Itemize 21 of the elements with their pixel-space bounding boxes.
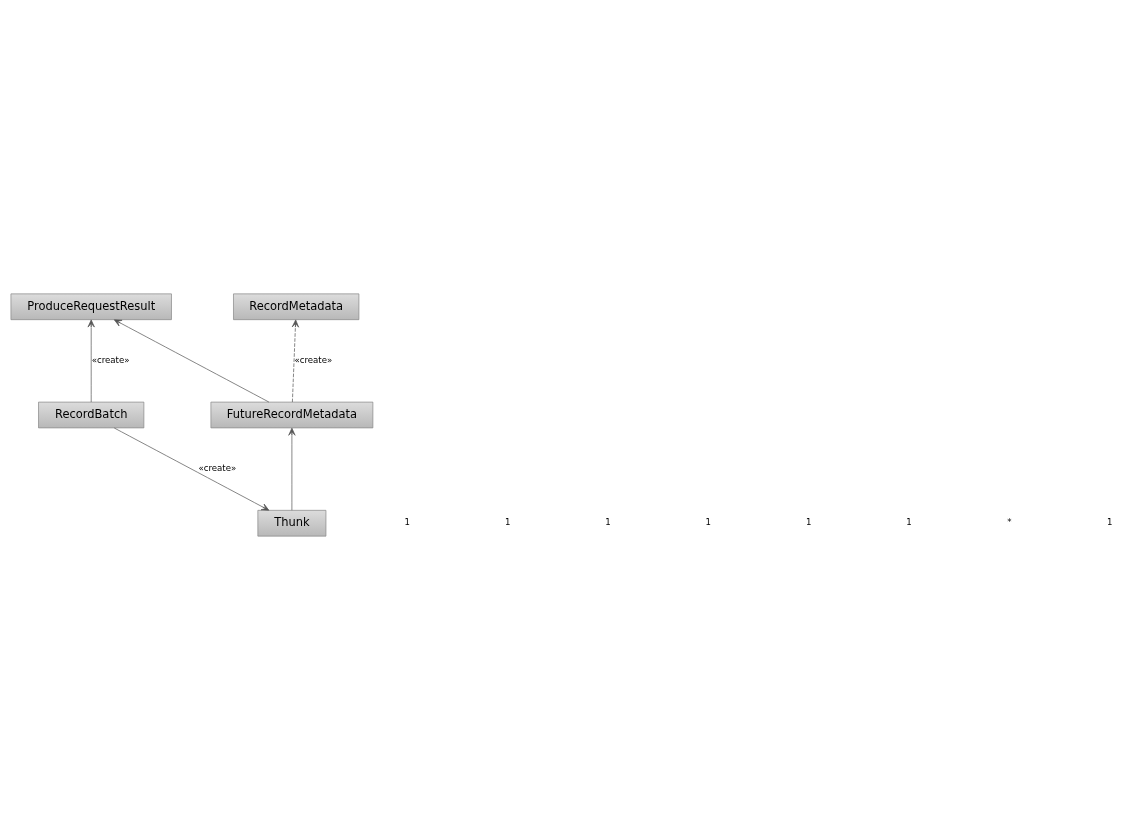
label: 1 <box>705 517 712 528</box>
arrow <box>87 319 95 403</box>
node-box: ProduceRequestResult <box>10 293 172 321</box>
label: * <box>1007 517 1012 528</box>
node-box: Thunk <box>257 509 327 537</box>
label: 1 <box>504 517 511 528</box>
arrow <box>291 319 299 403</box>
edge-label: «create» <box>198 463 237 474</box>
arrow <box>113 319 270 403</box>
label: 1 <box>805 517 812 528</box>
node-box: RecordBatch <box>38 401 145 429</box>
label: 1 <box>906 517 912 528</box>
label: 1 <box>404 517 411 528</box>
node-box: FutureRecordMetadata <box>210 401 374 429</box>
edge-label: «create» <box>91 355 130 366</box>
edge-label: «create» <box>294 355 333 366</box>
arrow <box>113 427 270 511</box>
arrow <box>288 427 296 511</box>
node-box: RecordMetadata <box>233 293 360 321</box>
label: 1 <box>1106 517 1113 528</box>
label: 1 <box>605 517 611 528</box>
